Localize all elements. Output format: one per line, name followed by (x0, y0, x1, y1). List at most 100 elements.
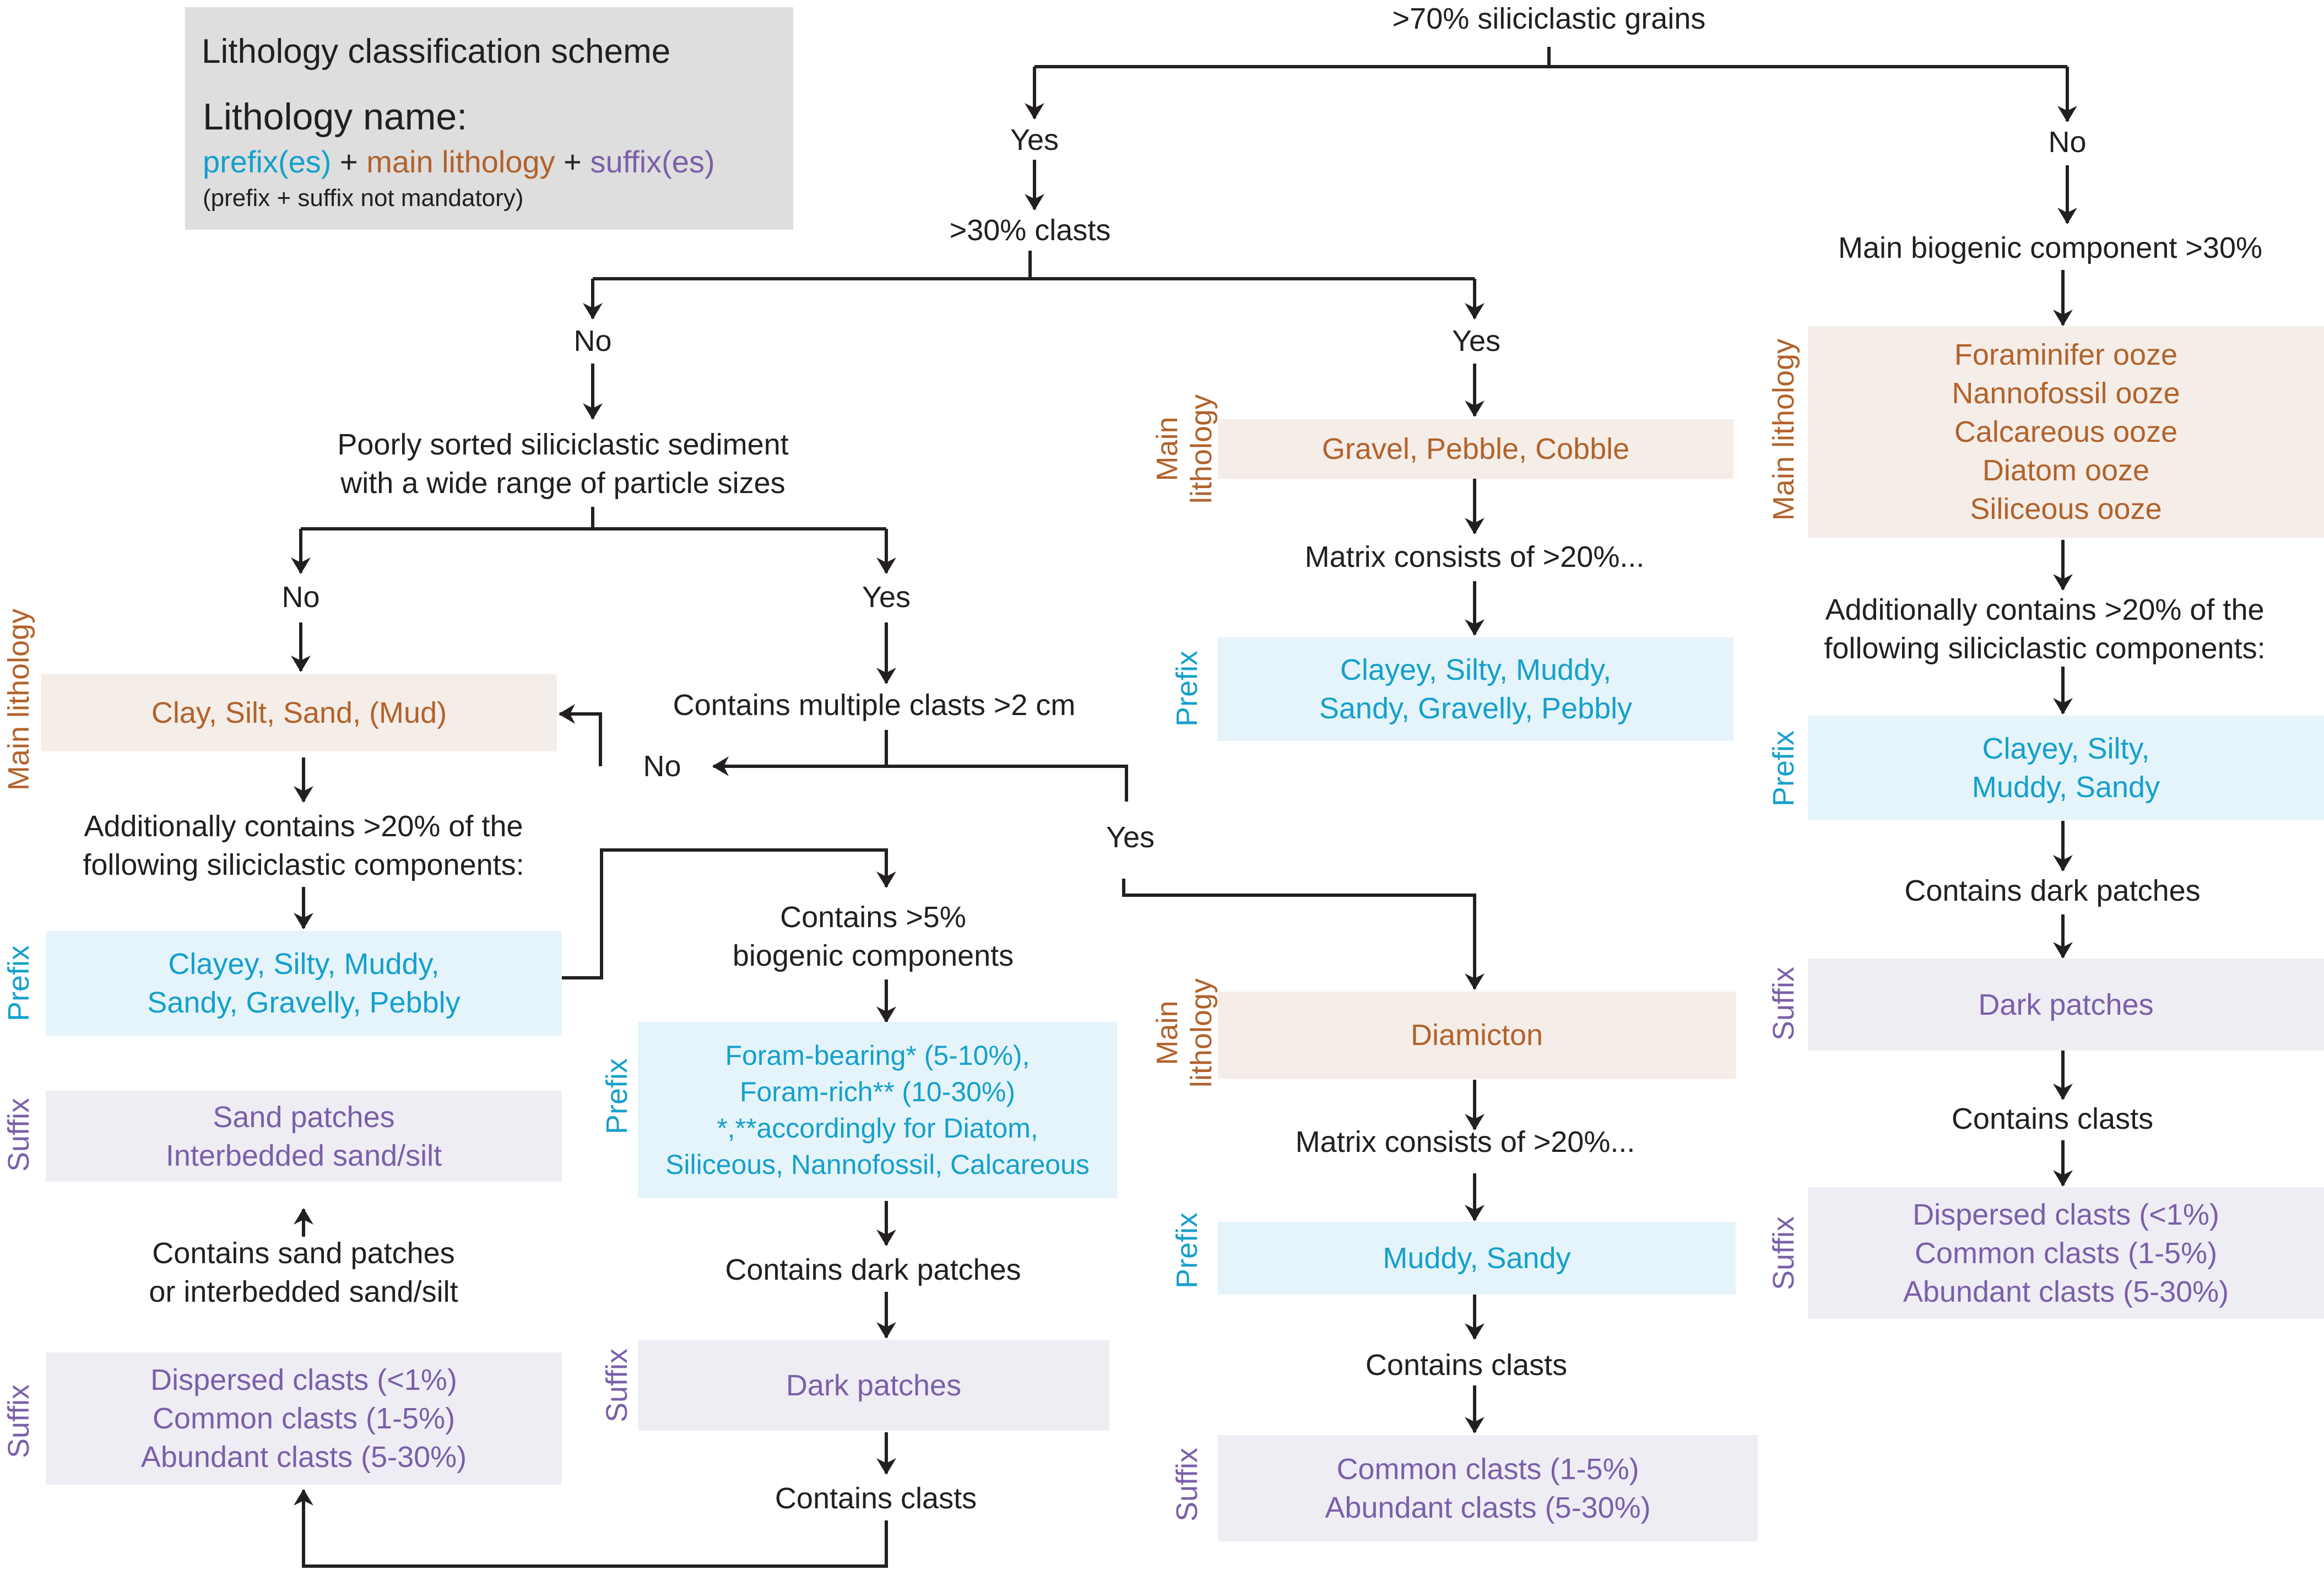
suffix-box-dark-patches-mid: Dark patches (638, 1340, 1109, 1431)
multi-no-to-clay (559, 704, 602, 766)
text-line: lithology (1185, 978, 1218, 1088)
additionally-text-left: Additionally contains >20% of the follow… (83, 807, 524, 884)
text-line: Poorly sorted siliciclastic sediment (337, 428, 789, 461)
multi-yes-label: Yes (1106, 821, 1155, 854)
category-label-prefix: Prefix (1767, 730, 1800, 807)
text-line: Diatom ooze (1982, 454, 2150, 487)
main-lithology-box-oozes: Foraminifer ooze Nannofossil ooze Calcar… (1808, 326, 2324, 538)
text-line: or interbedded sand/silt (149, 1275, 458, 1308)
prefix-box-diamicton: Muddy, Sandy (1218, 1222, 1736, 1295)
category-label-suffix: Suffix (1767, 966, 1800, 1041)
text-line: Abundant clasts (5-30%) (1903, 1275, 2229, 1308)
text-line: Clayey, Silty, Muddy, (1340, 653, 1612, 686)
yes-to-diamicton (1122, 879, 1485, 990)
text-line: Contains >5% (780, 901, 966, 934)
clasts30-no-label: No (573, 324, 612, 358)
contains-clasts-question-diamicton: Contains clasts (1365, 1349, 1568, 1382)
root-question: >70% siliciclastic grains (1392, 2, 1706, 35)
biogenic5-question: Contains >5% biogenic components (733, 898, 1014, 975)
text-line: Additionally contains >20% of the (1825, 593, 2265, 626)
suffix-box-dark-patches-right: Dark patches (1808, 959, 2324, 1051)
legend-plus: + (331, 144, 367, 179)
text-line: Abundant clasts (5-30%) (1325, 1491, 1651, 1524)
text-line: Common clasts (1-5%) (1336, 1452, 1639, 1486)
legend-plus: + (555, 144, 591, 179)
contains-sand-patches-question: Contains sand patches or interbedded san… (149, 1234, 458, 1311)
text-line: following siliciclastic components: (83, 848, 524, 881)
multi-yes-line (886, 765, 1128, 802)
category-label-suffix: Suffix (1171, 1447, 1204, 1522)
text-line: Abundant clasts (5-30%) (140, 1441, 467, 1474)
legend-name-label: Lithology name: (203, 96, 468, 138)
category-label-prefix: Prefix (1171, 1212, 1204, 1289)
category-label-main: Main lithology (1150, 978, 1218, 1087)
text-line: Foraminifer ooze (1954, 338, 2178, 371)
text-line: lithology (1185, 394, 1218, 504)
multi-clasts-question: Contains multiple clasts >2 cm (673, 689, 1076, 722)
text-line: Sand patches (213, 1100, 395, 1134)
poorly-sorted-question: Poorly sorted siliciclastic sediment wit… (337, 425, 788, 502)
text-line: Dispersed clasts (<1%) (1913, 1198, 2219, 1231)
main-lithology-box-diamicton: Diamicton (1218, 992, 1736, 1079)
category-label-prefix: Prefix (600, 1058, 633, 1135)
prefix-box-biogenic: Foram-bearing* (5-10%), Foram-rich** (10… (638, 1022, 1117, 1198)
prefix-box-gravel: Clayey, Silty, Muddy, Sandy, Gravelly, P… (1218, 637, 1733, 741)
suffix-box-clasts-left: Dispersed clasts (<1%) Common clasts (1-… (46, 1352, 562, 1485)
main-biogenic-question: Main biogenic component >30% (1838, 231, 2263, 264)
prefix-box-right: Clayey, Silty, Muddy, Sandy (1808, 716, 2324, 820)
text-line: Clayey, Silty, (1982, 732, 2150, 765)
category-label-main: Main lithology (1150, 394, 1218, 504)
contains-clasts-question-right: Contains clasts (1951, 1102, 2154, 1135)
prefix-to-biogenic5 (560, 848, 896, 979)
additionally-text-right: Additionally contains >20% of the follow… (1824, 591, 2265, 668)
text-line: Common clasts (1-5%) (1914, 1236, 2218, 1270)
multi-no-label: No (643, 750, 681, 783)
category-label-suffix: Suffix (600, 1348, 633, 1423)
text-line: *,**accordingly for Diatom, (717, 1113, 1038, 1144)
legend-formula: prefix(es) + main lithology + suffix(es) (203, 144, 715, 180)
text-line: Muddy, Sandy (1971, 770, 2160, 804)
text-line: Common clasts (1-5%) (152, 1402, 456, 1435)
poorly-no-label: No (281, 581, 320, 614)
dark-patches-question-right: Contains dark patches (1904, 874, 2201, 907)
text-line: Sandy, Gravelly, Pebbly (147, 986, 461, 1019)
text-line: Siliceous ooze (1970, 492, 2162, 526)
root-no-label: No (2048, 126, 2087, 159)
clasts30-yes-label: Yes (1451, 324, 1501, 358)
text-line: Additionally contains >20% of the (84, 810, 523, 843)
legend-title: Lithology classification scheme (202, 33, 671, 71)
suffix-box-clasts-right: Dispersed clasts (<1%) Common clasts (1-… (1808, 1187, 2324, 1319)
matrix-question-gravel: Matrix consists of >20%... (1304, 540, 1645, 573)
matrix-question-diamicton: Matrix consists of >20%... (1295, 1125, 1635, 1158)
main-lithology-box-clay: Clay, Silt, Sand, (Mud) (41, 674, 557, 751)
text-line: Nannofossil ooze (1952, 377, 2180, 410)
category-label-suffix: Suffix (2, 1384, 35, 1459)
poorly-yes-label: Yes (862, 581, 911, 614)
text-line: Contains sand patches (152, 1237, 455, 1270)
legend-suffix: suffix(es) (590, 144, 715, 179)
category-label-main: Main lithology (1767, 338, 1800, 521)
text-line: Siliceous, Nannofossil, Calcareous (665, 1149, 1090, 1180)
category-label-suffix: Suffix (1767, 1216, 1800, 1291)
category-label-main: Main lithology (2, 608, 35, 791)
main-lithology-box-gravel: Gravel, Pebble, Cobble (1218, 419, 1733, 479)
root-yes-label: Yes (1010, 123, 1059, 156)
text-line: biogenic components (732, 939, 1014, 972)
category-label-prefix: Prefix (1171, 650, 1204, 727)
text-line: Sandy, Gravelly, Pebbly (1319, 692, 1633, 725)
clasts30-question: >30% clasts (949, 214, 1111, 247)
dark-patches-question-mid: Contains dark patches (725, 1253, 1021, 1286)
text-line: Main (1151, 1000, 1184, 1065)
text-line: Main (1151, 416, 1184, 481)
clastsq-loop (294, 1489, 888, 1568)
prefix-box-left: Clayey, Silty, Muddy, Sandy, Gravelly, P… (46, 931, 562, 1036)
category-label-prefix: Prefix (2, 945, 35, 1022)
text-line: Calcareous ooze (1954, 415, 2178, 448)
suffix-box-sand-patches: Sand patches Interbedded sand/silt (46, 1091, 562, 1182)
contains-clasts-question-mid: Contains clasts (774, 1482, 977, 1515)
text-line: Foram-bearing* (5-10%), (725, 1040, 1030, 1071)
legend-box: Lithology classification scheme Litholog… (185, 7, 793, 230)
text-line: Clayey, Silty, Muddy, (168, 948, 440, 981)
